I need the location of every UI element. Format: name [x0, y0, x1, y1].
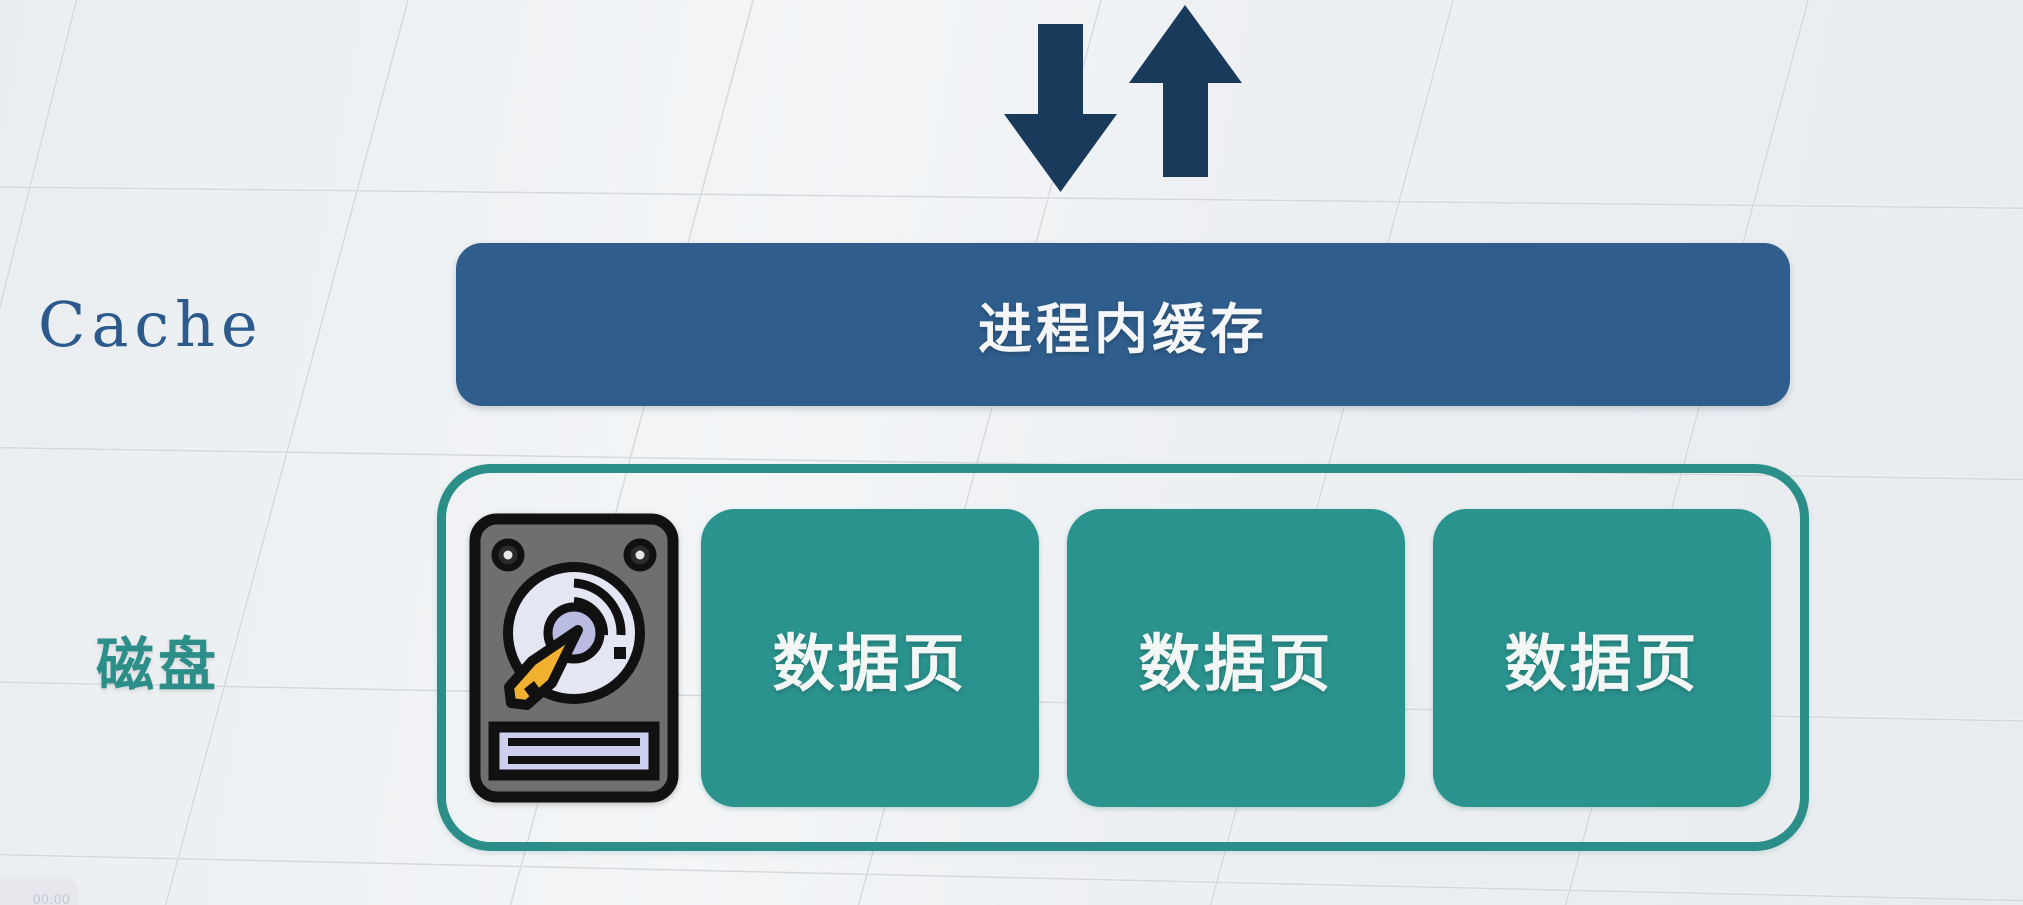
player-time-chip: 00:00 [0, 877, 78, 905]
disk-row-label: 磁盘 [96, 631, 221, 699]
data-page-card-label: 数据页 [772, 626, 968, 700]
upload-arrow [1129, 5, 1242, 177]
hard-disk-drive-icon [468, 513, 680, 803]
data-page-card[interactable]: 数据页 [701, 508, 1039, 807]
in-process-cache-bar[interactable]: 进程内缓存 [456, 243, 1790, 406]
data-flow-arrows [985, 2, 1265, 197]
cache-row-label: Cache [38, 288, 264, 361]
data-page-card[interactable]: 数据页 [1067, 508, 1405, 807]
grid-hline [0, 850, 2023, 905]
data-page-card[interactable]: 数据页 [1433, 508, 1771, 807]
player-time-text: 00:00 [32, 892, 70, 905]
download-arrow [1004, 24, 1117, 192]
data-page-card-label: 数据页 [1138, 626, 1334, 700]
in-process-cache-label: 进程内缓存 [978, 298, 1268, 361]
disk-container: 数据页 数据页 数据页 [437, 464, 1809, 851]
grid-vline [0, 0, 123, 905]
data-page-card-label: 数据页 [1504, 626, 1700, 700]
